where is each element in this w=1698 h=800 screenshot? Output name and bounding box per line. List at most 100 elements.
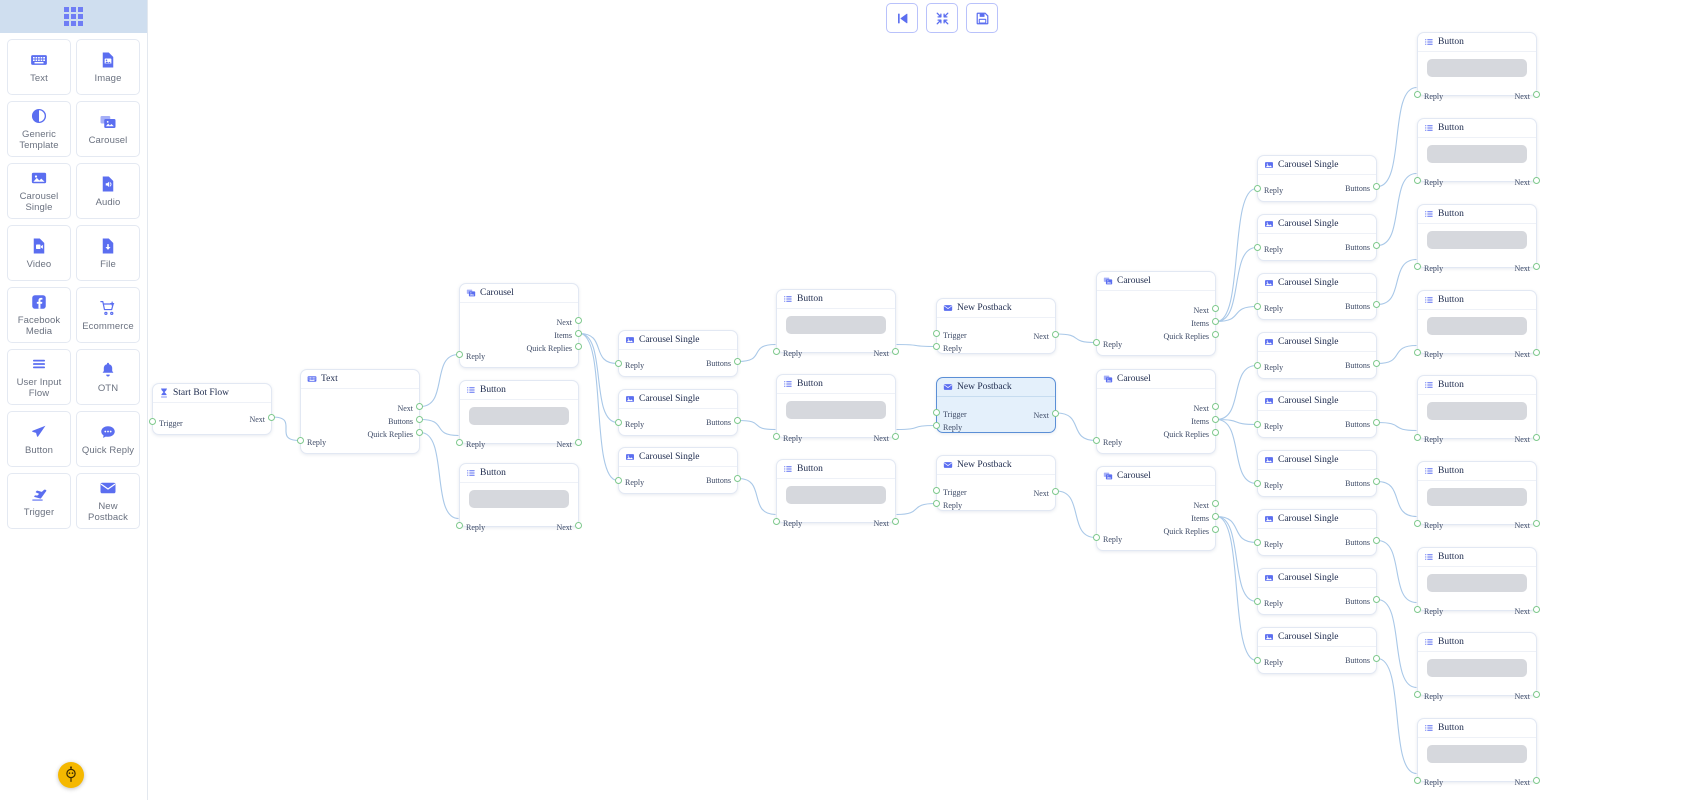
port-left[interactable]: Reply — [456, 348, 485, 361]
port-dot[interactable] — [1533, 777, 1540, 784]
port-left[interactable]: Reply — [1254, 359, 1283, 372]
port-dot[interactable] — [456, 439, 463, 446]
port-right[interactable]: Items — [1163, 413, 1219, 426]
port-left[interactable]: Reply — [1414, 517, 1443, 530]
palette-item-text[interactable]: Text — [7, 39, 71, 95]
port-dot[interactable] — [1533, 691, 1540, 698]
port-dot[interactable] — [1254, 539, 1261, 546]
port-right[interactable]: Next — [1033, 485, 1059, 498]
port-dot[interactable] — [575, 522, 582, 529]
port-right[interactable]: Items — [526, 327, 582, 340]
port-right[interactable]: Buttons — [1345, 652, 1380, 665]
port-right[interactable]: Next — [873, 515, 899, 528]
palette-item-audio[interactable]: Audio — [76, 163, 140, 219]
port-dot[interactable] — [1212, 500, 1219, 507]
port-dot[interactable] — [575, 439, 582, 446]
palette-item-otn[interactable]: OTN — [76, 349, 140, 405]
palette-item-file[interactable]: File — [76, 225, 140, 281]
port-left[interactable]: Reply — [456, 519, 485, 532]
port-dot[interactable] — [615, 419, 622, 426]
port-right[interactable]: Buttons — [1345, 298, 1380, 311]
port-dot[interactable] — [1533, 434, 1540, 441]
port-left[interactable]: Reply — [1254, 241, 1283, 254]
port-dot[interactable] — [1254, 303, 1261, 310]
port-dot[interactable] — [734, 417, 741, 424]
port-dot[interactable] — [456, 351, 463, 358]
port-dot[interactable] — [1254, 185, 1261, 192]
port-left[interactable]: Reply — [1254, 595, 1283, 608]
port-dot[interactable] — [933, 500, 940, 507]
port-right[interactable]: Next — [1514, 260, 1540, 273]
port-dot[interactable] — [1093, 437, 1100, 444]
port-right[interactable]: Next — [1163, 302, 1219, 315]
port-left[interactable]: Reply — [1414, 431, 1443, 444]
port-dot[interactable] — [933, 422, 940, 429]
port-dot[interactable] — [1212, 331, 1219, 338]
port-left[interactable]: Reply — [615, 416, 644, 429]
port-left[interactable]: Reply — [1414, 603, 1443, 616]
port-right[interactable]: Quick Replies — [526, 340, 582, 353]
port-left[interactable]: Trigger — [933, 327, 967, 340]
port-right[interactable]: Buttons — [1345, 534, 1380, 547]
port-dot[interactable] — [1212, 318, 1219, 325]
port-left[interactable]: Reply — [1093, 434, 1122, 447]
port-dot[interactable] — [773, 518, 780, 525]
port-right[interactable]: Next — [1514, 688, 1540, 701]
port-dot[interactable] — [1414, 777, 1421, 784]
grid-apps-icon[interactable] — [64, 7, 83, 26]
port-dot[interactable] — [1373, 360, 1380, 367]
port-right[interactable]: Next — [1514, 431, 1540, 444]
port-left[interactable]: Reply — [1254, 300, 1283, 313]
palette-item-new-postback[interactable]: New Postback — [76, 473, 140, 529]
port-dot[interactable] — [1212, 416, 1219, 423]
port-right[interactable]: Buttons — [706, 355, 741, 368]
port-right[interactable]: Buttons — [1345, 593, 1380, 606]
port-right[interactable]: Buttons — [1345, 416, 1380, 429]
port-dot[interactable] — [933, 343, 940, 350]
port-dot[interactable] — [1212, 403, 1219, 410]
port-right[interactable]: Next — [249, 411, 275, 424]
port-dot[interactable] — [1533, 263, 1540, 270]
save-button[interactable] — [966, 3, 998, 33]
port-right[interactable]: Next — [1514, 517, 1540, 530]
port-left[interactable]: Reply — [773, 430, 802, 443]
port-right[interactable]: Quick Replies — [367, 426, 423, 439]
port-dot[interactable] — [1414, 177, 1421, 184]
port-dot[interactable] — [268, 413, 275, 421]
port-dot[interactable] — [933, 487, 940, 494]
port-left[interactable]: Trigger — [933, 484, 967, 497]
port-dot[interactable] — [1373, 596, 1380, 603]
port-right[interactable]: Buttons — [1345, 357, 1380, 370]
port-right[interactable]: Next — [1033, 328, 1059, 341]
port-right[interactable]: Next — [1163, 497, 1219, 510]
port-left[interactable]: Reply — [456, 436, 485, 449]
port-left[interactable]: Reply — [1254, 182, 1283, 195]
port-dot[interactable] — [1414, 606, 1421, 613]
port-dot[interactable] — [1254, 421, 1261, 428]
port-right[interactable]: Next — [1514, 774, 1540, 787]
port-dot[interactable] — [1373, 655, 1380, 662]
palette-item-quick-reply[interactable]: Quick Reply — [76, 411, 140, 467]
port-left[interactable]: Reply — [1414, 774, 1443, 787]
port-dot[interactable] — [1533, 520, 1540, 527]
port-dot[interactable] — [1373, 301, 1380, 308]
port-left[interactable]: Reply — [1254, 654, 1283, 667]
port-dot[interactable] — [1373, 537, 1380, 544]
port-dot[interactable] — [1254, 598, 1261, 605]
port-left[interactable]: Reply — [1254, 477, 1283, 490]
port-dot[interactable] — [1254, 480, 1261, 487]
port-left[interactable]: Trigger — [933, 406, 967, 419]
port-dot[interactable] — [575, 317, 582, 324]
